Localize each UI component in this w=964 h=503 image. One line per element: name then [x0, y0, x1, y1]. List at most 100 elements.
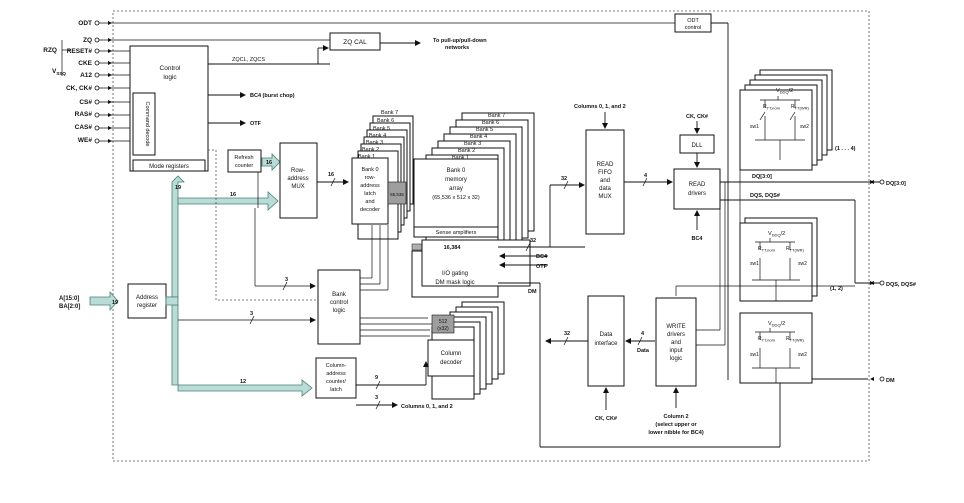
sense-amps-label: Sense amplifiers: [436, 230, 477, 236]
chip-boundary: [112, 10, 870, 462]
write-drivers-label-1: WRITE: [666, 324, 685, 330]
bus-16384: 16,384: [444, 245, 462, 251]
row-latch-label-1: Bank 0: [361, 167, 378, 173]
row-mux-label-3: MUX: [291, 184, 304, 190]
bank-small-labels: Bank 7 Bank 6 Bank 5 Bank 4 Bank 3 Bank …: [358, 110, 398, 160]
dm-side-label: DM: [528, 289, 537, 295]
ck-dll-label: CK, CK#: [686, 114, 708, 120]
bank-small-2: Bank 2: [362, 147, 379, 153]
bus-32b: 32: [564, 331, 570, 337]
read-drivers-label-1: READ: [689, 182, 706, 188]
bus-32c: 32: [530, 238, 536, 244]
bc4-side-label: BC4: [536, 254, 548, 260]
io-gating-label-1: I/O gating: [442, 271, 468, 277]
read-fifo-label-2: FIFO: [598, 170, 612, 176]
bank-big-4: Bank 4: [470, 134, 487, 140]
column2-label-3: lower nibble for BC4): [648, 430, 703, 436]
ck-bottom-label: CK, CK#: [595, 416, 617, 422]
bank-big-5: Bank 5: [476, 127, 493, 133]
bank-small-1: Bank 1: [358, 154, 375, 160]
bus-4a: 4: [644, 173, 648, 179]
row-latch-stack: 65,536 Bank 0 row- address latch and dec…: [351, 115, 414, 240]
signal-odt: ODT: [78, 20, 92, 27]
odt-control-label-1: ODT: [687, 18, 699, 24]
column-decoder-stack: 512 (x32) Column decoder: [427, 301, 505, 400]
write-drivers-label-2: drivers: [667, 332, 685, 338]
bank-big-1: Bank 1: [452, 155, 469, 161]
read-fifo-label-3: and: [600, 178, 610, 184]
column-latch-block: Column- address counter/ latch: [315, 357, 357, 399]
bank-big-6: Bank 6: [482, 120, 499, 126]
signal-ras: RAS#: [75, 111, 93, 118]
zq-cal-block: ZQ CAL ZQCL, ZQCS To pull-up/pull-down n…: [208, 32, 487, 65]
memory-array-label-2: memory: [445, 177, 467, 183]
columns-012-bottom: Columns 0, 1, and 2: [401, 404, 453, 410]
signal-vssq: VSSQ: [52, 68, 66, 76]
bus-16c: 16: [328, 172, 334, 178]
mode-registers-label: Mode registers: [149, 164, 189, 170]
rtt-nom-3: RTT,nom: [758, 336, 776, 343]
data-label: Data: [637, 348, 650, 354]
rtt-nom-1: RTT,nom: [763, 104, 781, 111]
bank-control-block: Bank control logic: [317, 269, 361, 345]
termination-dq: VDDQ/2 RTT,nom RTT(WR) sw1 sw2: [739, 69, 833, 171]
signal-a12: A12: [80, 72, 92, 79]
memory-array-label-1: Bank 0: [447, 168, 466, 174]
column-decoder-label-2: decoder: [440, 360, 462, 366]
left-signals: ODT ZQ RESET# CKE A12 CK, CK# CS# RAS# C…: [43, 20, 675, 144]
zqcl-zqcs-label: ZQCL, ZQCS: [232, 57, 265, 63]
bus-16: 16: [230, 192, 236, 198]
signal-cs: CS#: [79, 99, 92, 106]
latch-count-label: 65,536: [390, 192, 404, 197]
bus-32a: 32: [561, 176, 567, 182]
row-latch-label-4: latch: [364, 191, 376, 197]
odt-control-block: ODT control: [674, 13, 729, 380]
mode-registers-box: [132, 159, 206, 172]
write-drivers-label-4: input: [669, 348, 682, 354]
bank-big-7: Bank 7: [488, 113, 505, 119]
sw1-a: sw1: [750, 124, 759, 130]
dll-label: DLL: [691, 143, 703, 149]
bus-19b: 19: [112, 300, 118, 306]
addr-input-ba: BA[2:0]: [59, 304, 80, 310]
bus-4b: 4: [641, 331, 645, 337]
command-decode-label: Command decode: [144, 102, 150, 147]
column-decoder-label-1: Column: [441, 351, 462, 357]
refresh-label-1: Refresh: [234, 155, 253, 161]
range-1-4: (1 . . . 4): [835, 146, 856, 152]
mode-dashed-link: [215, 150, 318, 301]
write-drivers-label-5: logic: [670, 356, 682, 362]
column-latch-label-3: counter/: [326, 379, 346, 385]
addr-input-a: A[15:0]: [59, 296, 79, 302]
column-latch-label-1: Column-: [326, 363, 347, 369]
bank-big-labels: Bank 7 Bank 6 Bank 5 Bank 4 Bank 3 Bank …: [452, 113, 505, 161]
bank-small-4: Bank 4: [369, 133, 386, 139]
rtt-wr-2: RTT(WR): [786, 246, 805, 253]
signal-cas: CAS#: [75, 124, 93, 131]
bc4-bottom-label: BC4: [691, 236, 703, 242]
vddq-3: VDDQ/2: [768, 321, 785, 328]
row-latch-label-3: address: [360, 183, 380, 189]
bus-12: 12: [240, 379, 246, 385]
bank-small-3: Bank 3: [366, 140, 383, 146]
memory-array-label-3: array: [449, 186, 463, 192]
column-latch-label-4: latch: [330, 387, 342, 393]
bank-control-label-2: control: [330, 300, 348, 306]
bank-big-2: Bank 2: [458, 148, 475, 154]
sw2-b: sw2: [798, 261, 807, 267]
bus-16b: 16: [266, 160, 272, 166]
memory-array-label-4: (65,536 x 512 x 32): [432, 195, 480, 201]
bank-control-label-1: Bank: [332, 292, 347, 298]
bus-x32: (x32): [437, 326, 449, 332]
bus-19a: 19: [175, 185, 181, 191]
signal-cke: CKE: [78, 60, 92, 67]
control-logic-block: Control logic Command decode Mode regist…: [129, 45, 209, 172]
pullup-label-2: networks: [445, 45, 469, 51]
read-drivers-block: READ drivers: [673, 168, 721, 210]
addr-input-bus: [89, 290, 119, 312]
control-logic-label-2: logic: [163, 74, 177, 81]
bus-3a: 3: [285, 277, 288, 283]
dq-inner-label: DQ[3:0]: [752, 174, 772, 180]
refresh-bus-arrow: [261, 153, 281, 171]
